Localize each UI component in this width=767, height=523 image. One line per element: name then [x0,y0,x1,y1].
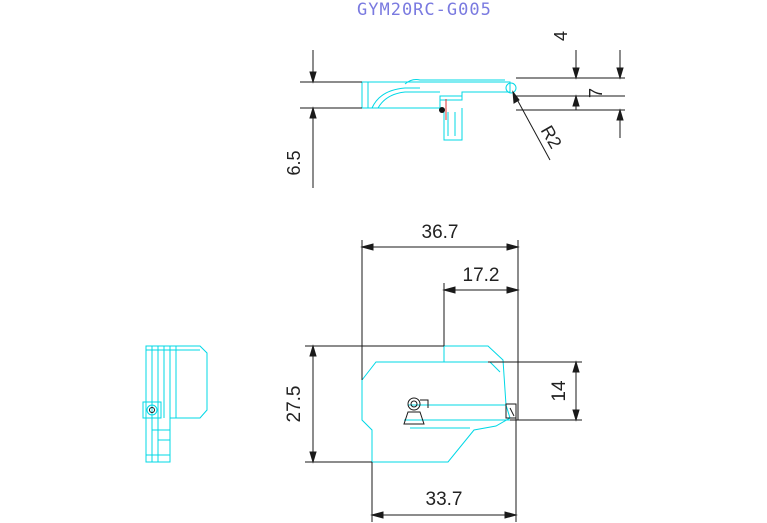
dim-4-label: 4 [551,31,571,41]
dim-r2-label: R2 [537,122,566,152]
dim-14-label: 14 [549,380,570,402]
side-view-dimensions [300,50,625,188]
plan-view-mechanism [403,397,517,425]
end-view-part [142,345,208,463]
dim-7-label: 7 [586,88,606,98]
dim-6-5-label: 6.5 [284,150,304,175]
dim-17-2-label: 17.2 [463,265,500,286]
end-view-pin [149,407,155,413]
dim-33-7-label: 33.7 [426,489,463,510]
side-view-part [361,79,517,141]
plan-view-dimensions [305,240,582,522]
drawing-title: GYM20RC-G005 [357,0,492,20]
plan-view-part [361,345,511,463]
dim-27-5-label: 27.5 [284,386,305,423]
pivot-marker [439,107,445,113]
dim-36-7-label: 36.7 [422,222,459,243]
